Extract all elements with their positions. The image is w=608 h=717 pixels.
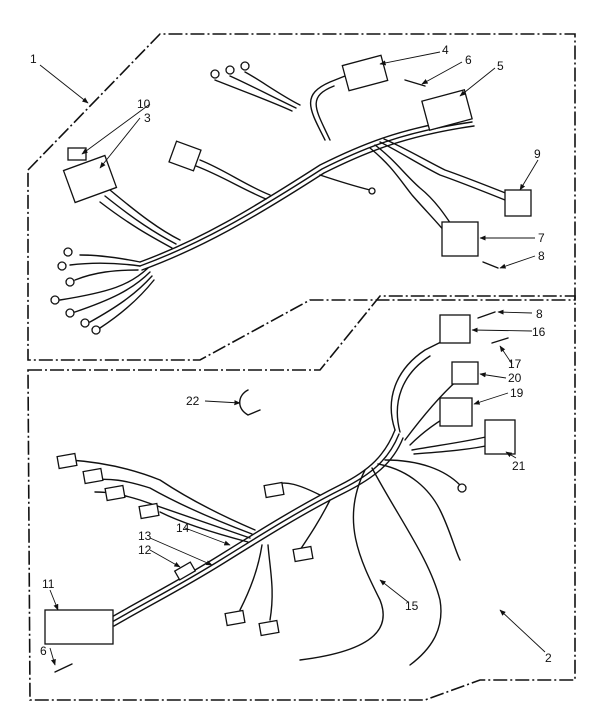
terminal-8-lower [477,311,496,319]
callout-11: 11 [42,577,55,591]
callout-13: 13 [138,529,152,543]
sleeve-12 [173,561,197,581]
lower-wire-harness [69,334,496,666]
callout-17: 17 [508,357,522,371]
callout-14: 14 [176,521,190,535]
flag-terminals-lower [56,452,314,637]
callout-20: 20 [508,371,522,385]
connector-5 [421,89,473,131]
callout-16: 16 [532,325,546,339]
callout-4: 4 [442,43,449,57]
connector-3 [62,154,118,204]
connector-4 [341,54,389,92]
terminal-6-upper [404,79,426,87]
callout-leaders [39,51,546,666]
callout-7: 7 [538,231,545,245]
connector-11 [44,609,114,645]
terminal-17 [491,337,509,344]
connector-19 [439,397,473,427]
connector-9 [504,189,532,217]
callout-8-lower: 8 [536,307,543,321]
callout-22: 22 [186,394,200,408]
callout-15: 15 [405,599,419,613]
callout-6-lower: 6 [40,644,47,658]
callout-3: 3 [144,111,151,125]
terminal-6-lower [54,663,73,673]
callout-6-upper: 6 [465,53,472,67]
connector-16 [439,314,471,344]
connector-7 [441,221,479,257]
terminal-10 [67,147,87,161]
callout-19: 19 [510,386,524,400]
callout-21: 21 [512,459,526,473]
ring-terminals-upper [50,61,250,335]
upper-wire-harness [59,71,509,329]
callout-8-upper: 8 [538,249,545,263]
callout-10: 10 [137,97,151,111]
callout-1: 1 [30,52,37,66]
upper-harness-frame [27,33,576,361]
callout-12: 12 [138,543,152,557]
callout-2: 2 [545,651,552,665]
clip-22 [239,389,261,416]
terminal-8-upper [482,261,499,269]
callout-5: 5 [497,59,504,73]
callout-9: 9 [534,147,541,161]
connector-21 [484,419,516,455]
small-plug-upper [168,140,202,172]
connector-20 [451,361,479,385]
